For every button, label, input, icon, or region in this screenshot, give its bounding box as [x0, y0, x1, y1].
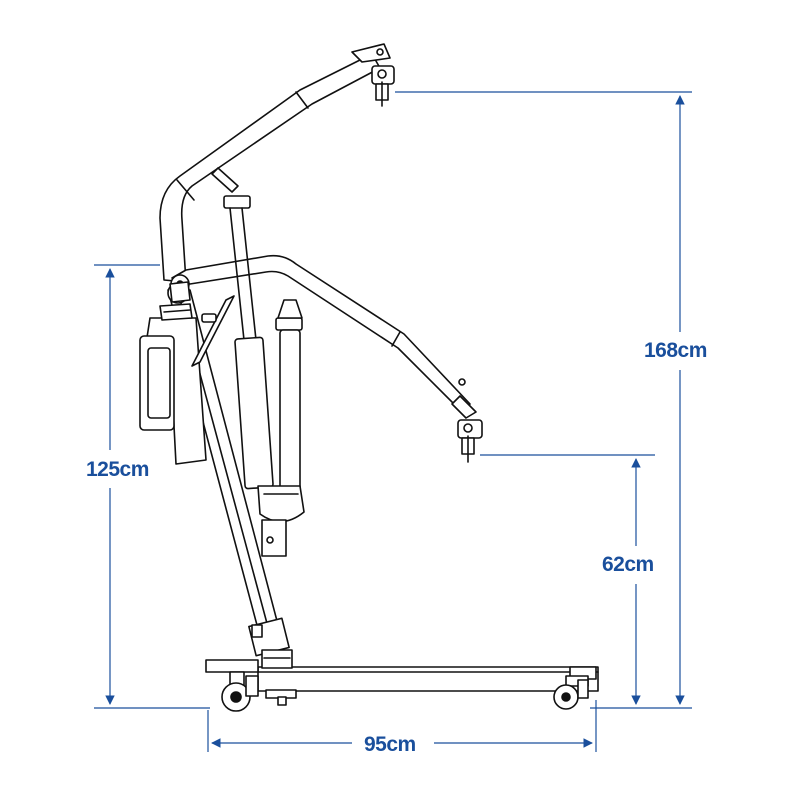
- upper-hanger: [371, 65, 395, 107]
- lower-hanger: [457, 419, 483, 463]
- boom-arm: [159, 43, 391, 283]
- right-caster: [553, 675, 589, 710]
- min-height-label: 62cm: [600, 553, 656, 577]
- max-height-label: 168cm: [642, 339, 709, 363]
- battery-control-box: [139, 281, 207, 465]
- lifting-actuator: [223, 195, 305, 557]
- push-handle: [191, 295, 235, 367]
- base-width-label: 95cm: [362, 733, 418, 757]
- base-leg: [257, 666, 599, 706]
- dimension-lines: [94, 91, 692, 752]
- mast-height-label: 125cm: [84, 458, 151, 482]
- left-caster: [205, 659, 259, 712]
